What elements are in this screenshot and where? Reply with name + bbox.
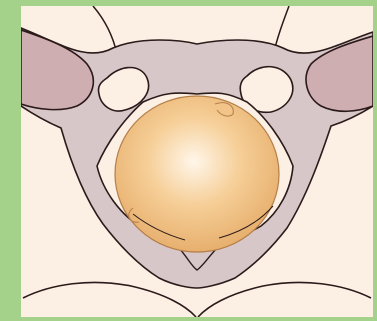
fetal-head [115, 96, 279, 252]
pelvis-diagram [21, 6, 373, 317]
diagram-canvas [21, 6, 373, 317]
